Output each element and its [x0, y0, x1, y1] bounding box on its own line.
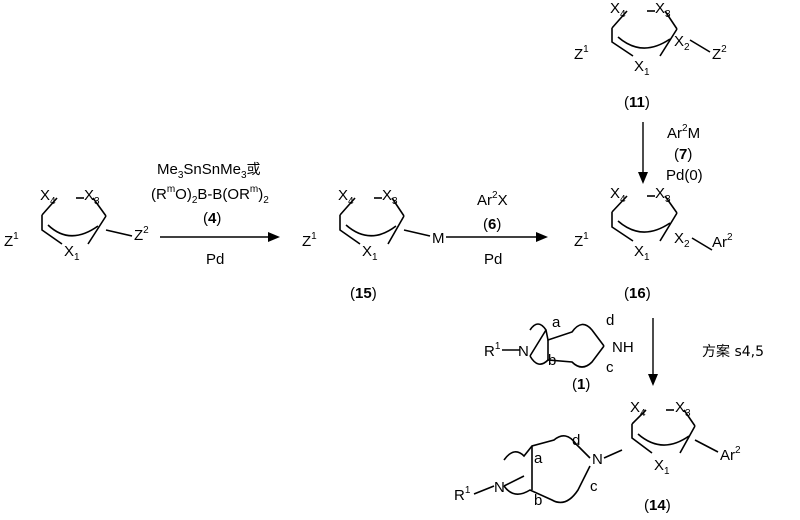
atom-x4: X4 — [338, 187, 354, 207]
catalyst-pd0: Pd(0) — [666, 167, 703, 184]
reagent-aryl-halide: Ar2X — [477, 190, 508, 209]
atom-x1: X1 — [634, 58, 650, 78]
compound-1-label: (1) — [572, 376, 590, 393]
ring-index-a: a — [534, 450, 543, 467]
atom-z1: Z1 — [574, 231, 589, 250]
atom-z2: Z2 — [712, 44, 727, 63]
reagent-4-label: (4) — [203, 210, 221, 227]
atom-n-pyrrolidine: N — [592, 451, 603, 468]
atom-x3: X3 — [655, 0, 671, 20]
atom-m: M — [432, 230, 445, 247]
starting-heterocycle: X4 X3 X1 Z1 Z2 — [4, 187, 149, 263]
atom-x1: X1 — [634, 243, 650, 263]
atom-n: N — [518, 343, 529, 360]
atom-z2: Z2 — [134, 225, 149, 244]
ring-index-b: b — [548, 352, 556, 369]
atom-x4: X4 — [610, 0, 626, 20]
compound-11-structure: X4 X3 X1 X2 Z1 Z2 — [574, 0, 727, 78]
reaction-arrow-4 — [648, 318, 658, 386]
bicyclic-amine-structure: R1 N a b d c NH — [484, 312, 634, 376]
reaction-arrow-1 — [160, 232, 280, 242]
catalyst-pd-2: Pd — [484, 251, 502, 268]
atom-nh: NH — [612, 339, 634, 356]
compound-15-structure: X4 X3 X1 Z1 M — [302, 187, 445, 263]
ring-index-d: d — [606, 312, 614, 329]
atom-x3: X3 — [84, 187, 100, 207]
atom-z1: Z1 — [302, 231, 317, 250]
atom-r1: R1 — [484, 341, 501, 360]
catalyst-pd-1: Pd — [206, 251, 224, 268]
atom-x1: X1 — [362, 243, 378, 263]
atom-z1: Z1 — [574, 44, 589, 63]
atom-ar2: Ar2 — [720, 445, 741, 464]
reaction-arrow-2 — [446, 232, 548, 242]
reagent-7-label: (7) — [674, 146, 692, 163]
ring-index-c: c — [606, 359, 614, 376]
atom-x3: X3 — [675, 399, 691, 419]
atom-x1: X1 — [654, 457, 670, 477]
atom-z1: Z1 — [4, 231, 19, 250]
atom-x3: X3 — [655, 185, 671, 205]
atom-n-amine: N — [494, 479, 505, 496]
reaction-arrow-3 — [638, 122, 648, 184]
compound-16-label: (16) — [624, 285, 651, 302]
ring-index-a: a — [552, 314, 561, 331]
ring-index-b: b — [534, 492, 542, 509]
atom-x4: X4 — [610, 185, 626, 205]
scheme-note: 方案 s4,5 — [702, 343, 764, 360]
atom-r1: R1 — [454, 485, 471, 504]
compound-16-structure: X4 X3 X1 X2 Z1 Ar2 — [574, 185, 733, 263]
compound-14-structure: X4 X3 X1 Ar2 N N R1 a b d c — [454, 399, 741, 509]
atom-x2: X2 — [674, 33, 690, 53]
atom-x2: X2 — [674, 230, 690, 250]
ring-index-c: c — [590, 478, 598, 495]
atom-x4: X4 — [40, 187, 56, 207]
atom-x3: X3 — [382, 187, 398, 207]
compound-11-label: (11) — [624, 94, 650, 111]
atom-x1: X1 — [64, 243, 80, 263]
reagent-diboron: (RmO)2B-B(ORm)2 — [151, 184, 269, 206]
reagent-6-label: (6) — [483, 216, 501, 233]
compound-14-label: (14) — [644, 497, 671, 514]
ring-index-d: d — [572, 432, 580, 449]
atom-x4: X4 — [630, 399, 646, 419]
atom-ar2: Ar2 — [712, 232, 733, 251]
reagent-aryl-metal: Ar2M — [667, 123, 700, 142]
reagent-distannane: Me3SnSnMe3或 — [157, 161, 261, 181]
compound-15-label: (15) — [350, 285, 377, 302]
